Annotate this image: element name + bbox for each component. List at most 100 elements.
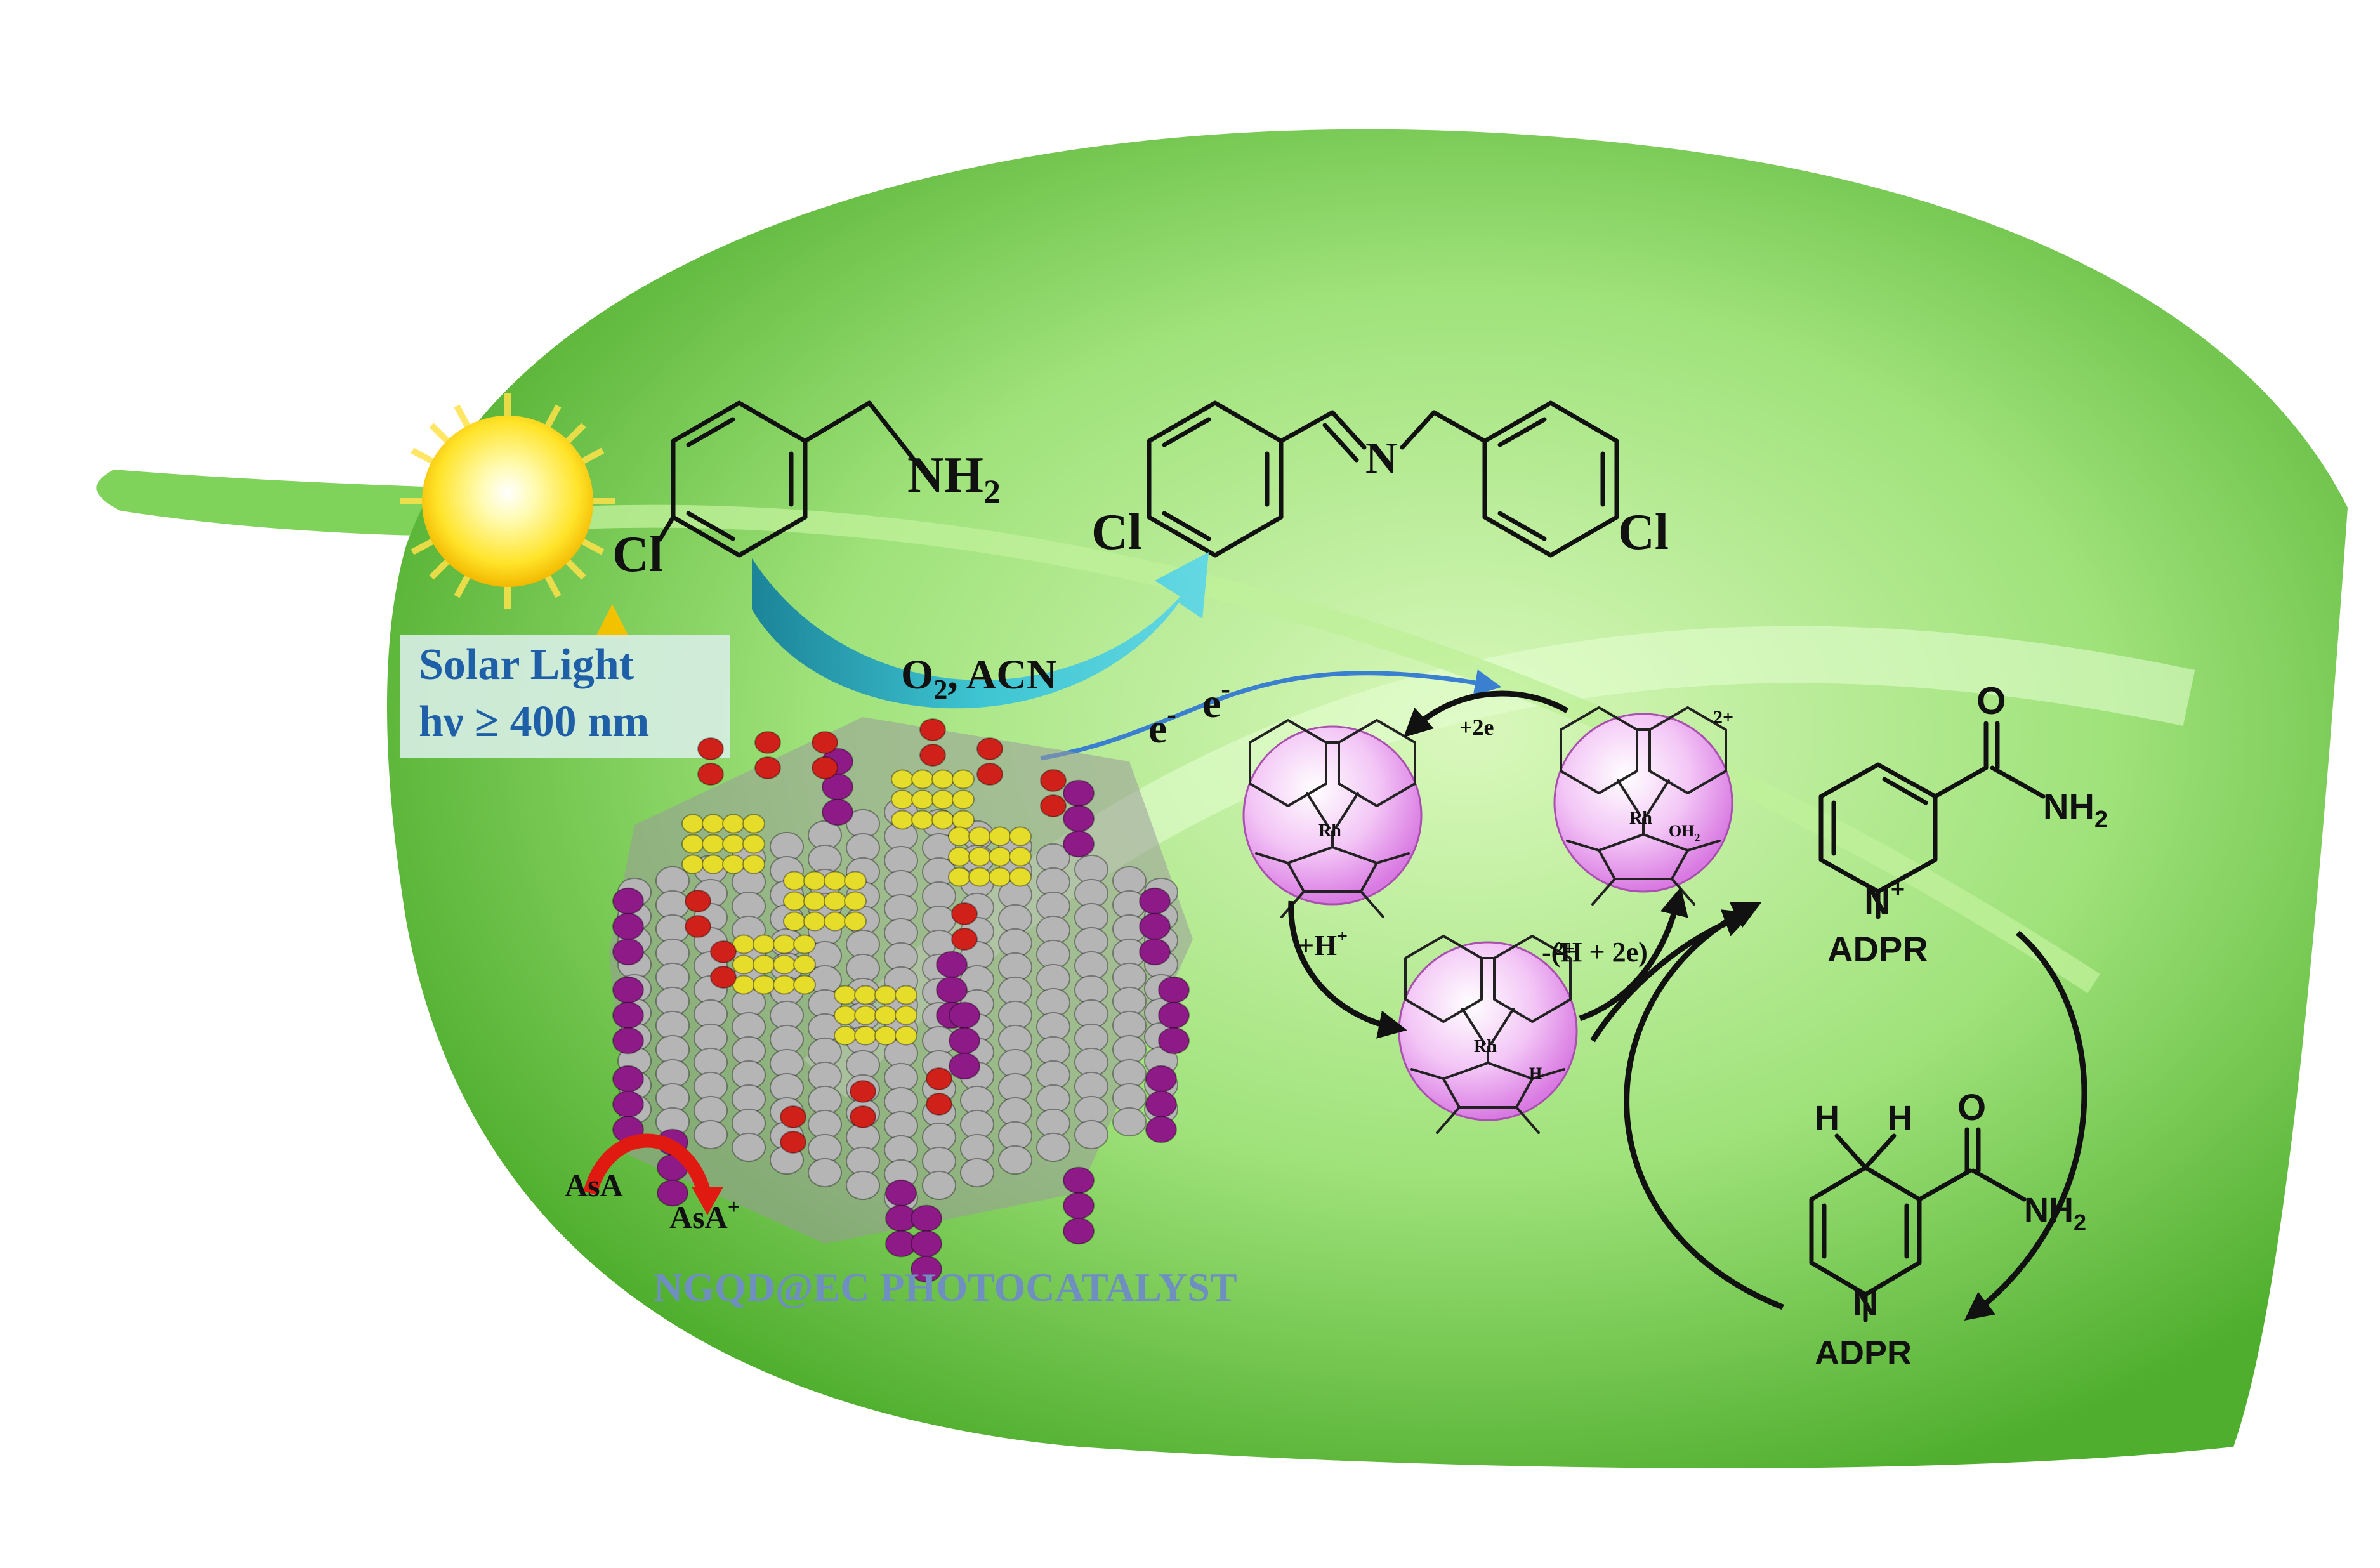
leaf-stem	[96, 470, 483, 536]
svg-text:Rh: Rh	[1474, 1037, 1497, 1057]
red-atom	[919, 718, 946, 741]
grey-atom	[808, 1157, 842, 1188]
yellow-atom	[773, 954, 796, 975]
red-atom	[1040, 794, 1067, 817]
yellow-atom	[803, 871, 826, 891]
nad-o-label: O	[1976, 680, 2006, 722]
ngqd-ec-framework	[609, 717, 1193, 1283]
electron-1: e-	[1148, 699, 1176, 752]
purple-atom	[1145, 1090, 1177, 1118]
yellow-atom	[952, 789, 975, 810]
purple-atom	[936, 951, 968, 978]
yellow-atom	[824, 911, 846, 932]
red-atom	[976, 763, 1003, 786]
red-atom	[850, 1080, 876, 1103]
nadh-h-right-label: H	[1888, 1099, 1912, 1137]
red-atom	[697, 737, 724, 760]
ascorbate-oxidation: AsA AsA+	[565, 1133, 740, 1235]
oh2-label: OH2	[1669, 822, 1700, 844]
purple-atom	[1063, 1192, 1095, 1220]
yellow-atom	[911, 810, 934, 830]
rh-complex-neutral: Rh	[1242, 719, 1423, 918]
red-atom	[951, 928, 978, 951]
yellow-atom	[968, 867, 991, 887]
purple-atom	[949, 1027, 980, 1055]
grey-atom	[960, 1157, 994, 1188]
purple-atom	[1063, 1217, 1095, 1245]
yellow-atom	[702, 834, 725, 854]
yellow-atom	[854, 1005, 877, 1025]
red-atom	[850, 1105, 876, 1128]
red-atom	[812, 731, 838, 754]
yellow-atom	[793, 954, 816, 975]
purple-atom	[612, 1090, 644, 1118]
purple-atom	[612, 1001, 644, 1029]
red-atom	[754, 756, 781, 779]
yellow-atom	[1009, 847, 1032, 867]
yellow-atom	[732, 954, 755, 975]
purple-atom	[612, 912, 644, 940]
yellow-atom	[783, 891, 806, 911]
yellow-atom	[989, 826, 1011, 847]
purple-atom	[612, 938, 644, 966]
yellow-atom	[948, 826, 971, 847]
rh-complex-hydride: Rh H 2+	[1398, 935, 1578, 1134]
plus-h-label: +H+	[1298, 926, 1348, 961]
red-atom	[812, 756, 838, 779]
purple-atom	[911, 1204, 942, 1232]
yellow-atom	[948, 847, 971, 867]
yellow-atom	[948, 867, 971, 887]
grey-atom	[1074, 1119, 1108, 1150]
purple-atom	[612, 976, 644, 1004]
yellow-atom	[793, 975, 816, 995]
plus-2e-label: +2e	[1459, 715, 1494, 740]
nadh: H H O NH2 N ADPR	[1809, 1087, 2086, 1372]
red-atom	[685, 890, 711, 912]
nadh-h-left-label: H	[1815, 1099, 1839, 1137]
purple-atom	[885, 1179, 917, 1207]
red-atom	[780, 1105, 806, 1128]
purple-atom	[949, 1001, 980, 1029]
yellow-atom	[702, 814, 725, 834]
grey-atom	[694, 1119, 728, 1150]
nad-adpr-label: ADPR	[1827, 929, 1928, 969]
reactant-4-chlorobenzylamine: NH2 Cl	[612, 400, 1001, 583]
purple-atom-layer	[612, 748, 1190, 1283]
purple-atom	[1145, 1065, 1177, 1093]
yellow-atom	[793, 934, 816, 954]
red-atom	[926, 1067, 952, 1090]
solar-light-text: Solar Light	[419, 640, 634, 689]
nadh-adpr-label: ADPR	[1815, 1334, 1912, 1372]
yellow-atom	[895, 1005, 917, 1025]
yellow-atom	[911, 789, 934, 810]
purple-atom	[1158, 1001, 1190, 1029]
solar-light-label: Solar Light hν ≥ 400 nm	[400, 635, 730, 758]
red-atom	[951, 902, 978, 925]
yellow-atom	[854, 1025, 877, 1046]
purple-atom	[1063, 805, 1095, 833]
purple-atom	[911, 1255, 942, 1283]
purple-atom	[612, 1065, 644, 1093]
yellow-atom	[844, 911, 867, 932]
yellow-atom	[891, 810, 914, 830]
yellow-atom	[783, 871, 806, 891]
minus-h-2e-label: -(H + 2e)	[1542, 937, 1648, 968]
grey-atom	[732, 1132, 766, 1163]
grey-atom	[922, 1170, 956, 1201]
yellow-atom	[931, 769, 954, 789]
yellow-atom	[722, 834, 745, 854]
amine-nh2-label: NH	[907, 447, 983, 503]
purple-atom	[911, 1230, 942, 1258]
purple-atom	[1063, 1166, 1095, 1194]
product-cl-left-label: Cl	[1091, 504, 1142, 560]
purple-atom	[612, 887, 644, 915]
electron-transfer: e- e-	[1040, 669, 1502, 761]
asa-plus-label: AsA+	[669, 1196, 740, 1235]
purple-atom	[1063, 830, 1095, 858]
purple-atom	[936, 976, 968, 1004]
nad-n-plus-label: N+	[1864, 876, 1905, 922]
yellow-atom	[753, 934, 775, 954]
yellow-atom	[742, 834, 765, 854]
yellow-atom-layer	[681, 769, 1032, 1046]
yellow-atom	[803, 911, 826, 932]
